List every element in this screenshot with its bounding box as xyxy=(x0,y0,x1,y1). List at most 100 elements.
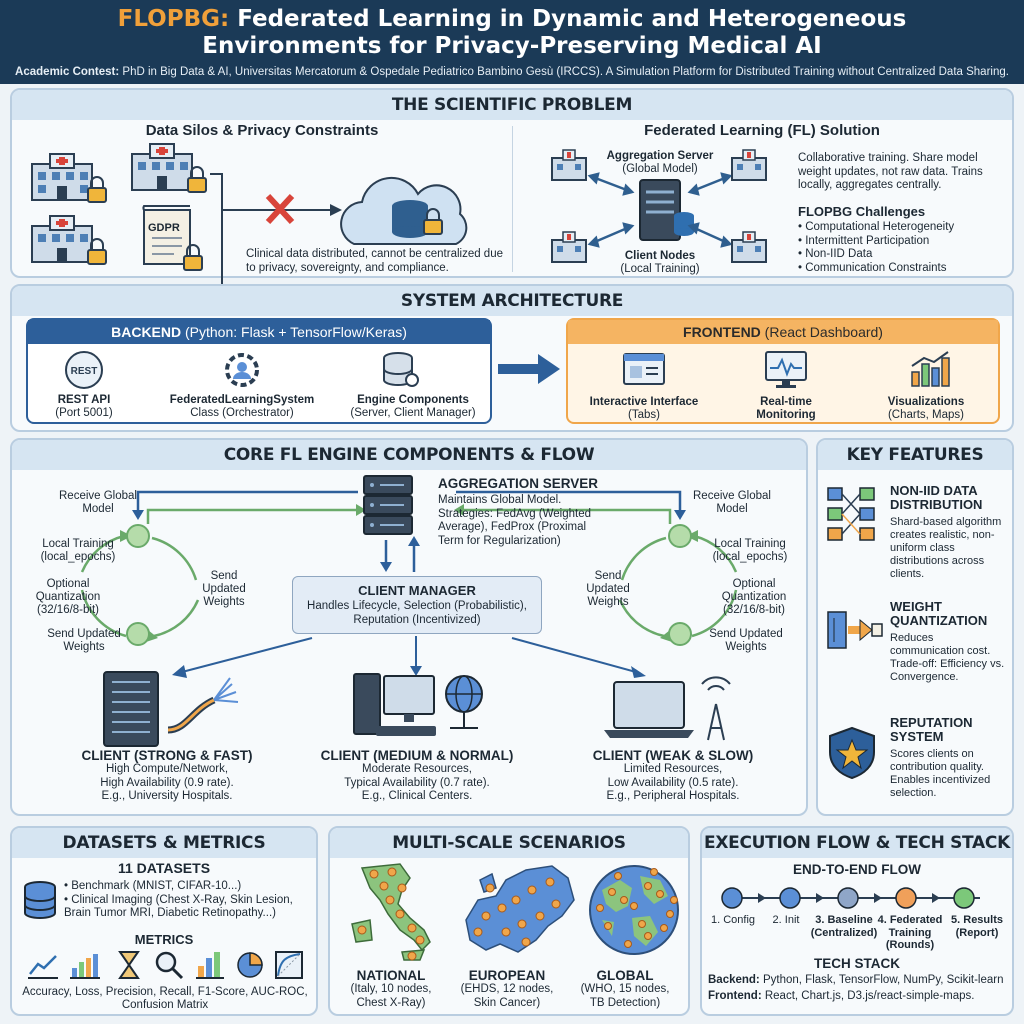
loop-send-mid-label: Send Updated Weights xyxy=(586,570,630,608)
hospital-icon xyxy=(551,231,587,263)
loop-node-icon xyxy=(126,524,150,548)
datasets-panel: DATASETS & METRICS 11 DATASETS Benchmark… xyxy=(10,826,318,1016)
problem-divider xyxy=(512,126,513,272)
flow-steps xyxy=(721,887,980,909)
hospital-icon xyxy=(731,149,767,181)
client-nodes-label: Client Nodes(Local Training) xyxy=(590,250,730,276)
f1-score-icon xyxy=(196,952,224,979)
scenario-line: Chest X-Ray) xyxy=(356,996,426,1009)
scenarios-panel: MULTI-SCALE SCENARIOS NATIONAL (Italy, 1… xyxy=(328,826,690,1016)
loop-send-label: Send Updated Weights xyxy=(709,628,783,653)
flow-step-label: 1. Config xyxy=(710,914,756,926)
cross-icon xyxy=(265,193,295,225)
client-line: E.g., Peripheral Hospitals. xyxy=(606,790,740,802)
challenge-item: Intermittent Participation xyxy=(798,235,1008,249)
loop-receive-label: Receive Global Model xyxy=(693,490,771,515)
roc-curve-icon xyxy=(275,951,303,979)
backend-stack: (Python: Flask + TensorFlow/Keras) xyxy=(181,324,407,340)
data-silos-heading: Data Silos & Privacy Constraints xyxy=(145,122,379,139)
page-header: FLOPBG: Federated Learning in Dynamic an… xyxy=(0,0,1024,84)
scenario-line: (WHO, 15 nodes, xyxy=(580,983,670,995)
hospital-icon xyxy=(31,215,107,265)
client-line: Moderate Resources, xyxy=(362,763,472,775)
server-description: Maintains Global Model. Strategies: FedA… xyxy=(438,494,591,547)
scenarios-title: MULTI-SCALE SCENARIOS xyxy=(330,828,688,858)
challenges-heading: FLOPBG Challenges xyxy=(798,204,926,219)
metrics-icons xyxy=(28,951,303,980)
agg-server-title: Aggregation Server xyxy=(606,150,714,162)
loop-node-icon xyxy=(668,622,692,646)
hospital-icon xyxy=(551,149,587,181)
backend-box: BACKEND (Python: Flask + TensorFlow/Kera… xyxy=(26,318,492,424)
rest-api-icon: REST xyxy=(65,351,103,389)
backend-item: REST API(Port 5001) xyxy=(28,394,140,420)
hospital-icon xyxy=(131,143,207,193)
blocked-centralization-icon xyxy=(222,176,468,245)
loop-node-icon xyxy=(668,524,692,548)
metrics-heading: METRICS xyxy=(134,932,194,947)
flow-step-dot xyxy=(895,887,917,909)
client-manager-box: CLIENT MANAGER Handles Lifecycle, Select… xyxy=(292,576,542,634)
subtitle-text: PhD in Big Data & AI, Universitas Mercat… xyxy=(119,66,1009,78)
backend-to-frontend-arrow xyxy=(498,354,560,384)
dataset-item: Clinical Imaging (Chest X-Ray, Skin Lesi… xyxy=(64,894,314,921)
client-manager-description: Handles Lifecycle, Selection (Probabilis… xyxy=(307,600,527,626)
scenario-title: GLOBAL xyxy=(596,968,654,983)
globe-map-icon xyxy=(589,865,679,955)
datasets-title: DATASETS & METRICS xyxy=(12,828,316,858)
server-title: AGGREGATION SERVER xyxy=(438,476,599,491)
quantization-icon xyxy=(827,611,883,649)
flow-step-label: 4. Federated Training (Rounds) xyxy=(877,914,943,951)
tech-frontend-label: Frontend: xyxy=(708,990,762,1002)
client-title: CLIENT (STRONG & FAST) xyxy=(81,748,253,763)
scenario-line: (Italy, 10 nodes, xyxy=(350,983,432,995)
challenge-item: Non-IID Data xyxy=(798,248,1008,262)
challenge-item: Computational Heterogeneity xyxy=(798,221,1008,235)
features-title: KEY FEATURES xyxy=(818,440,1012,470)
architecture-panel: SYSTEM ARCHITECTURE BACKEND (Python: Fla… xyxy=(10,284,1014,432)
orchestrator-icon xyxy=(225,353,259,387)
desktop-network-icon xyxy=(353,673,483,736)
fl-solution-text: Collaborative training. Share model weig… xyxy=(798,152,983,191)
flow-step-label: 2. Init xyxy=(772,914,800,926)
client-line: Low Availability (0.5 rate). xyxy=(607,776,739,789)
frontend-label: FRONTEND xyxy=(683,324,761,340)
backend-label: BACKEND xyxy=(111,324,182,340)
architecture-title: SYSTEM ARCHITECTURE xyxy=(12,286,1012,316)
client-medium: CLIENT (MEDIUM & NORMAL) Moderate Resour… xyxy=(292,748,542,804)
feature-description: Scores clients on contribution quality. … xyxy=(890,748,991,799)
flow-step-dot xyxy=(721,887,743,909)
feature-title: WEIGHT QUANTIZATION xyxy=(890,599,988,628)
bar-chart-icon xyxy=(70,954,100,979)
tech-stack-heading: TECH STACK xyxy=(814,956,900,971)
flow-step-label: 5. Results (Report) xyxy=(951,914,1003,939)
flow-step-dot xyxy=(953,887,975,909)
loop-local-label: Local Training (local_epochs) xyxy=(40,538,116,563)
scenario-line: (EHDS, 12 nodes, xyxy=(460,983,554,995)
interface-window-icon xyxy=(623,353,665,385)
engine-flow-lines xyxy=(80,490,738,678)
scenario-line: Skin Cancer) xyxy=(473,996,541,1009)
hospital-icon xyxy=(31,153,107,203)
feature-title: REPUTATION SYSTEM xyxy=(890,715,973,744)
trend-line-icon xyxy=(28,955,58,979)
metrics-text: Accuracy, Loss, Precision, Recall, F1-Sc… xyxy=(22,986,308,1011)
client-line: Limited Resources, xyxy=(623,763,723,775)
laptop-antenna-icon xyxy=(604,676,731,741)
europe-map-icon xyxy=(465,865,575,953)
title-line1: Federated Learning in Dynamic and Hetero… xyxy=(229,6,907,32)
frontend-header: FRONTEND (React Dashboard) xyxy=(568,320,998,344)
tech-backend-text: Python, Flask, TensorFlow, NumPy, Scikit… xyxy=(759,974,1004,986)
backend-item-label: REST API xyxy=(57,394,111,406)
loop-receive-label: Receive Global Model xyxy=(59,490,137,515)
gdpr-document-icon xyxy=(142,205,203,271)
scenario-national: NATIONAL (Italy, 10 nodes, Chest X-Ray) xyxy=(336,968,446,1010)
non-iid-icon xyxy=(827,487,875,541)
client-line: High Availability (0.9 rate). xyxy=(100,776,234,789)
client-nodes-title: Client Nodes xyxy=(624,250,696,262)
loop-local-label: Local Training (local_epochs) xyxy=(712,538,788,563)
reputation-shield-icon xyxy=(829,726,875,780)
tech-backend: Backend: Python, Flask, TensorFlow, NumP… xyxy=(708,974,1012,986)
datasets-count: 11 DATASETS xyxy=(117,860,211,876)
